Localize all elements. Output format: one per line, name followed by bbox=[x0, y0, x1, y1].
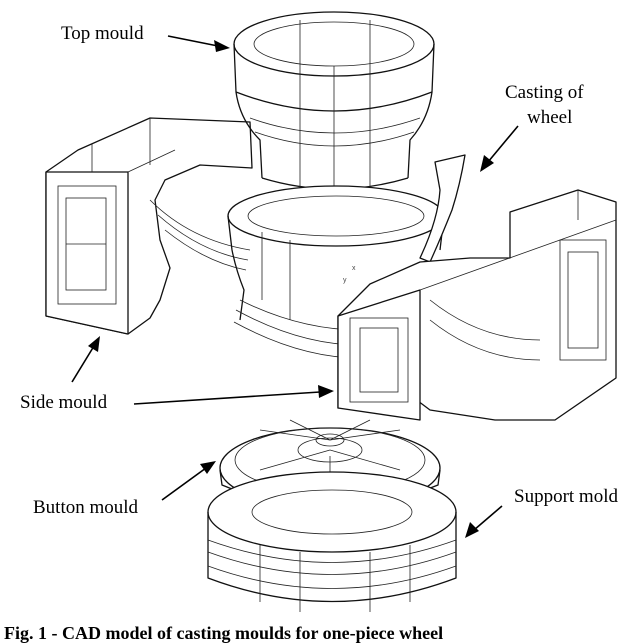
label-button-mould: Button mould bbox=[33, 497, 139, 518]
label-casting-line1: Casting of bbox=[505, 82, 584, 103]
label-casting-line2: wheel bbox=[527, 107, 573, 128]
left-side-mould bbox=[45, 117, 253, 335]
svg-text:y: y bbox=[343, 277, 347, 284]
top-mould bbox=[233, 11, 435, 195]
arrow-button-mould bbox=[161, 461, 216, 501]
arrow-support-mold bbox=[465, 505, 503, 538]
arrow-top-mould bbox=[167, 35, 230, 52]
arrow-side-mould-left bbox=[71, 336, 100, 383]
label-top-mould: Top mould bbox=[61, 23, 144, 44]
label-support-mold: Support mold bbox=[514, 486, 618, 507]
right-side-mould bbox=[337, 189, 617, 421]
arrow-side-mould-right bbox=[133, 385, 334, 405]
arrow-casting bbox=[480, 125, 519, 172]
svg-text:x: x bbox=[352, 265, 356, 272]
label-side-mould: Side mould bbox=[20, 392, 108, 413]
support-mold bbox=[207, 471, 457, 612]
